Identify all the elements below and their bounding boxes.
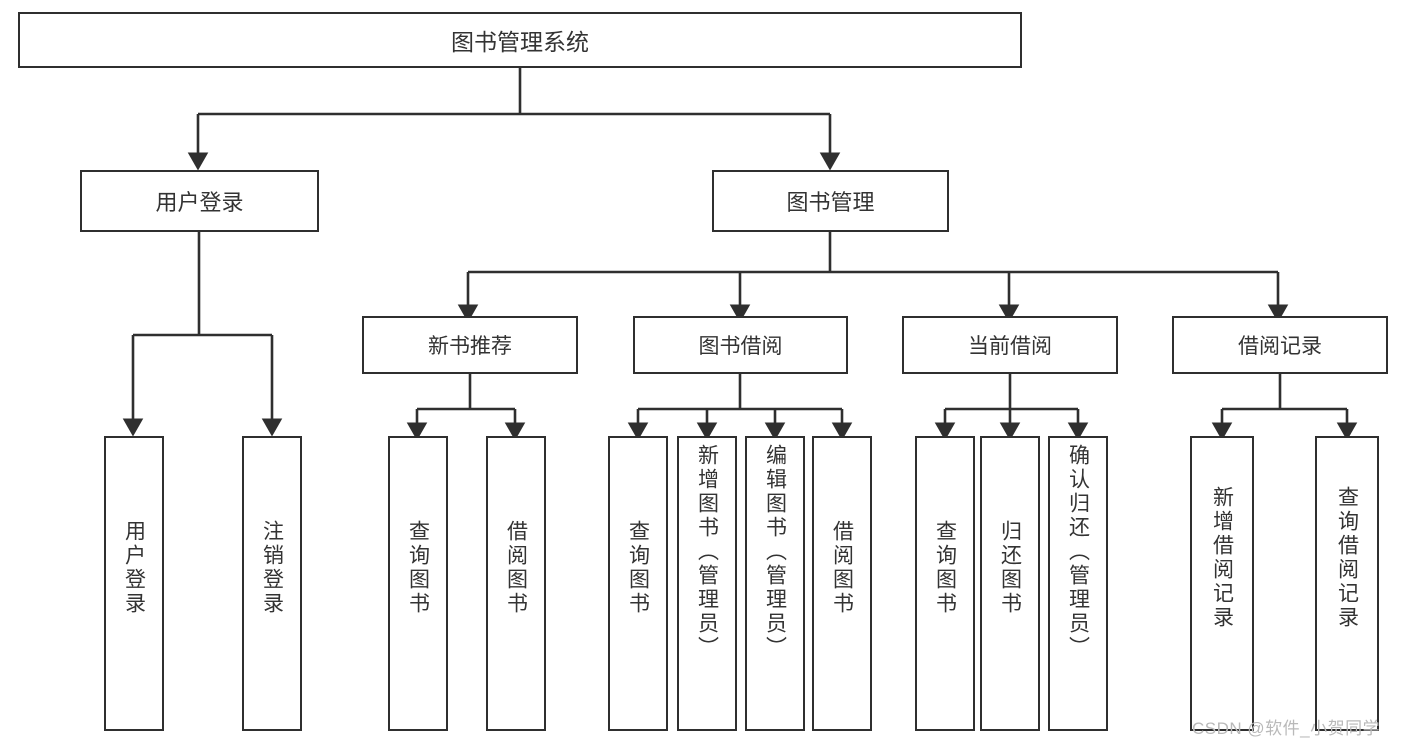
node-label: 注销登录: [260, 520, 284, 616]
node-label: 新书推荐: [428, 335, 512, 358]
node-label: 查询图书: [626, 520, 650, 616]
leaf-record-add-record[interactable]: 新增借阅记录: [1190, 436, 1254, 731]
node-borrow-record[interactable]: 借阅记录: [1172, 316, 1388, 374]
node-label: 查询借阅记录: [1335, 486, 1359, 630]
node-label: 借阅记录: [1238, 335, 1322, 358]
leaf-current-query-book[interactable]: 查询图书: [915, 436, 975, 731]
leaf-user-login-logout[interactable]: 注销登录: [242, 436, 302, 731]
leaf-user-login-login[interactable]: 用户登录: [104, 436, 164, 731]
node-label: 查询图书: [933, 520, 957, 616]
csdn-watermark: CSDN @软件_小贺同学: [1192, 719, 1381, 738]
leaf-record-query-record[interactable]: 查询借阅记录: [1315, 436, 1379, 731]
leaf-borrow-edit-book-admin[interactable]: 编辑图书（管理员）: [745, 436, 805, 731]
node-root-system[interactable]: 图书管理系统: [18, 12, 1022, 68]
node-label: 图书管理: [786, 190, 875, 215]
node-user-login[interactable]: 用户登录: [80, 170, 319, 232]
node-label: 图书借阅: [698, 335, 783, 358]
node-new-book-recommend[interactable]: 新书推荐: [362, 316, 578, 374]
node-label: 图书管理系统: [451, 29, 589, 55]
leaf-recommend-borrow-book[interactable]: 借阅图书: [486, 436, 546, 731]
node-label: 编辑图书（管理员）: [763, 444, 787, 660]
node-label: 借阅图书: [830, 520, 854, 616]
leaf-current-confirm-return-admin[interactable]: 确认归还（管理员）: [1048, 436, 1108, 731]
leaf-current-return-book[interactable]: 归还图书: [980, 436, 1040, 731]
node-label: 归还图书: [998, 520, 1022, 616]
node-label: 新增借阅记录: [1210, 486, 1234, 630]
leaf-borrow-query-book[interactable]: 查询图书: [608, 436, 668, 731]
leaf-recommend-query-book[interactable]: 查询图书: [388, 436, 448, 731]
node-label: 借阅图书: [504, 520, 528, 616]
node-label: 新增图书（管理员）: [695, 444, 719, 660]
node-label: 用户登录: [122, 520, 146, 616]
leaf-borrow-add-book-admin[interactable]: 新增图书（管理员）: [677, 436, 737, 731]
node-label: 查询图书: [406, 520, 430, 616]
node-label: 当前借阅: [968, 335, 1052, 358]
node-label: 用户登录: [155, 190, 244, 215]
node-current-borrow[interactable]: 当前借阅: [902, 316, 1118, 374]
leaf-borrow-borrow-book[interactable]: 借阅图书: [812, 436, 872, 731]
node-book-borrow[interactable]: 图书借阅: [633, 316, 848, 374]
node-book-management[interactable]: 图书管理: [712, 170, 949, 232]
node-label: 确认归还（管理员）: [1066, 444, 1090, 660]
